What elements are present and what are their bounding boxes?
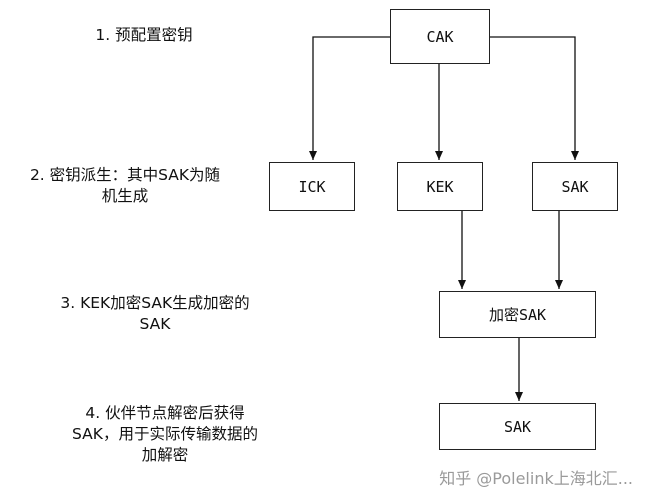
node-kek: KEK [397, 162, 483, 211]
step-4-line-3: 加解密 [141, 446, 189, 464]
node-cak-label: CAK [426, 27, 454, 46]
node-final-sak-label: SAK [503, 417, 532, 436]
node-cak: CAK [390, 9, 490, 64]
node-ick: ICK [269, 162, 355, 211]
edge-cak-sak [490, 36, 579, 160]
node-sak: SAK [532, 162, 618, 211]
step-3-line-2: SAK [139, 315, 171, 333]
node-encrypted-sak: 加密SAK [439, 291, 596, 338]
step-4-line-2: SAK，用于实际传输数据的 [72, 425, 258, 443]
node-ick-label: ICK [298, 177, 326, 196]
node-final-sak: SAK [439, 403, 596, 450]
step-2-line-1: 2. 密钥派生：其中SAK为随 [29, 166, 221, 184]
step-2-line-2: 机生成 [101, 187, 149, 205]
step-3-line-1: 3. KEK加密SAK生成加密的 [60, 294, 250, 312]
step-1-line-1: 1. 预配置密钥 [95, 26, 193, 44]
step-4-text: 4. 伙伴节点解密后获得 SAK，用于实际传输数据的 加解密 [40, 403, 290, 466]
step-1-text: 1. 预配置密钥 [44, 25, 244, 46]
edge-cak-ick [309, 36, 390, 160]
step-4-line-1: 4. 伙伴节点解密后获得 [85, 404, 245, 422]
step-2-text: 2. 密钥派生：其中SAK为随 机生成 [0, 165, 250, 207]
node-sak-label: SAK [561, 177, 589, 196]
node-kek-label: KEK [426, 177, 454, 196]
watermark: 知乎 @Polelink上海北汇... [439, 469, 633, 488]
step-3-text: 3. KEK加密SAK生成加密的 SAK [30, 293, 280, 335]
node-encrypted-sak-label: 加密SAK [488, 306, 547, 324]
